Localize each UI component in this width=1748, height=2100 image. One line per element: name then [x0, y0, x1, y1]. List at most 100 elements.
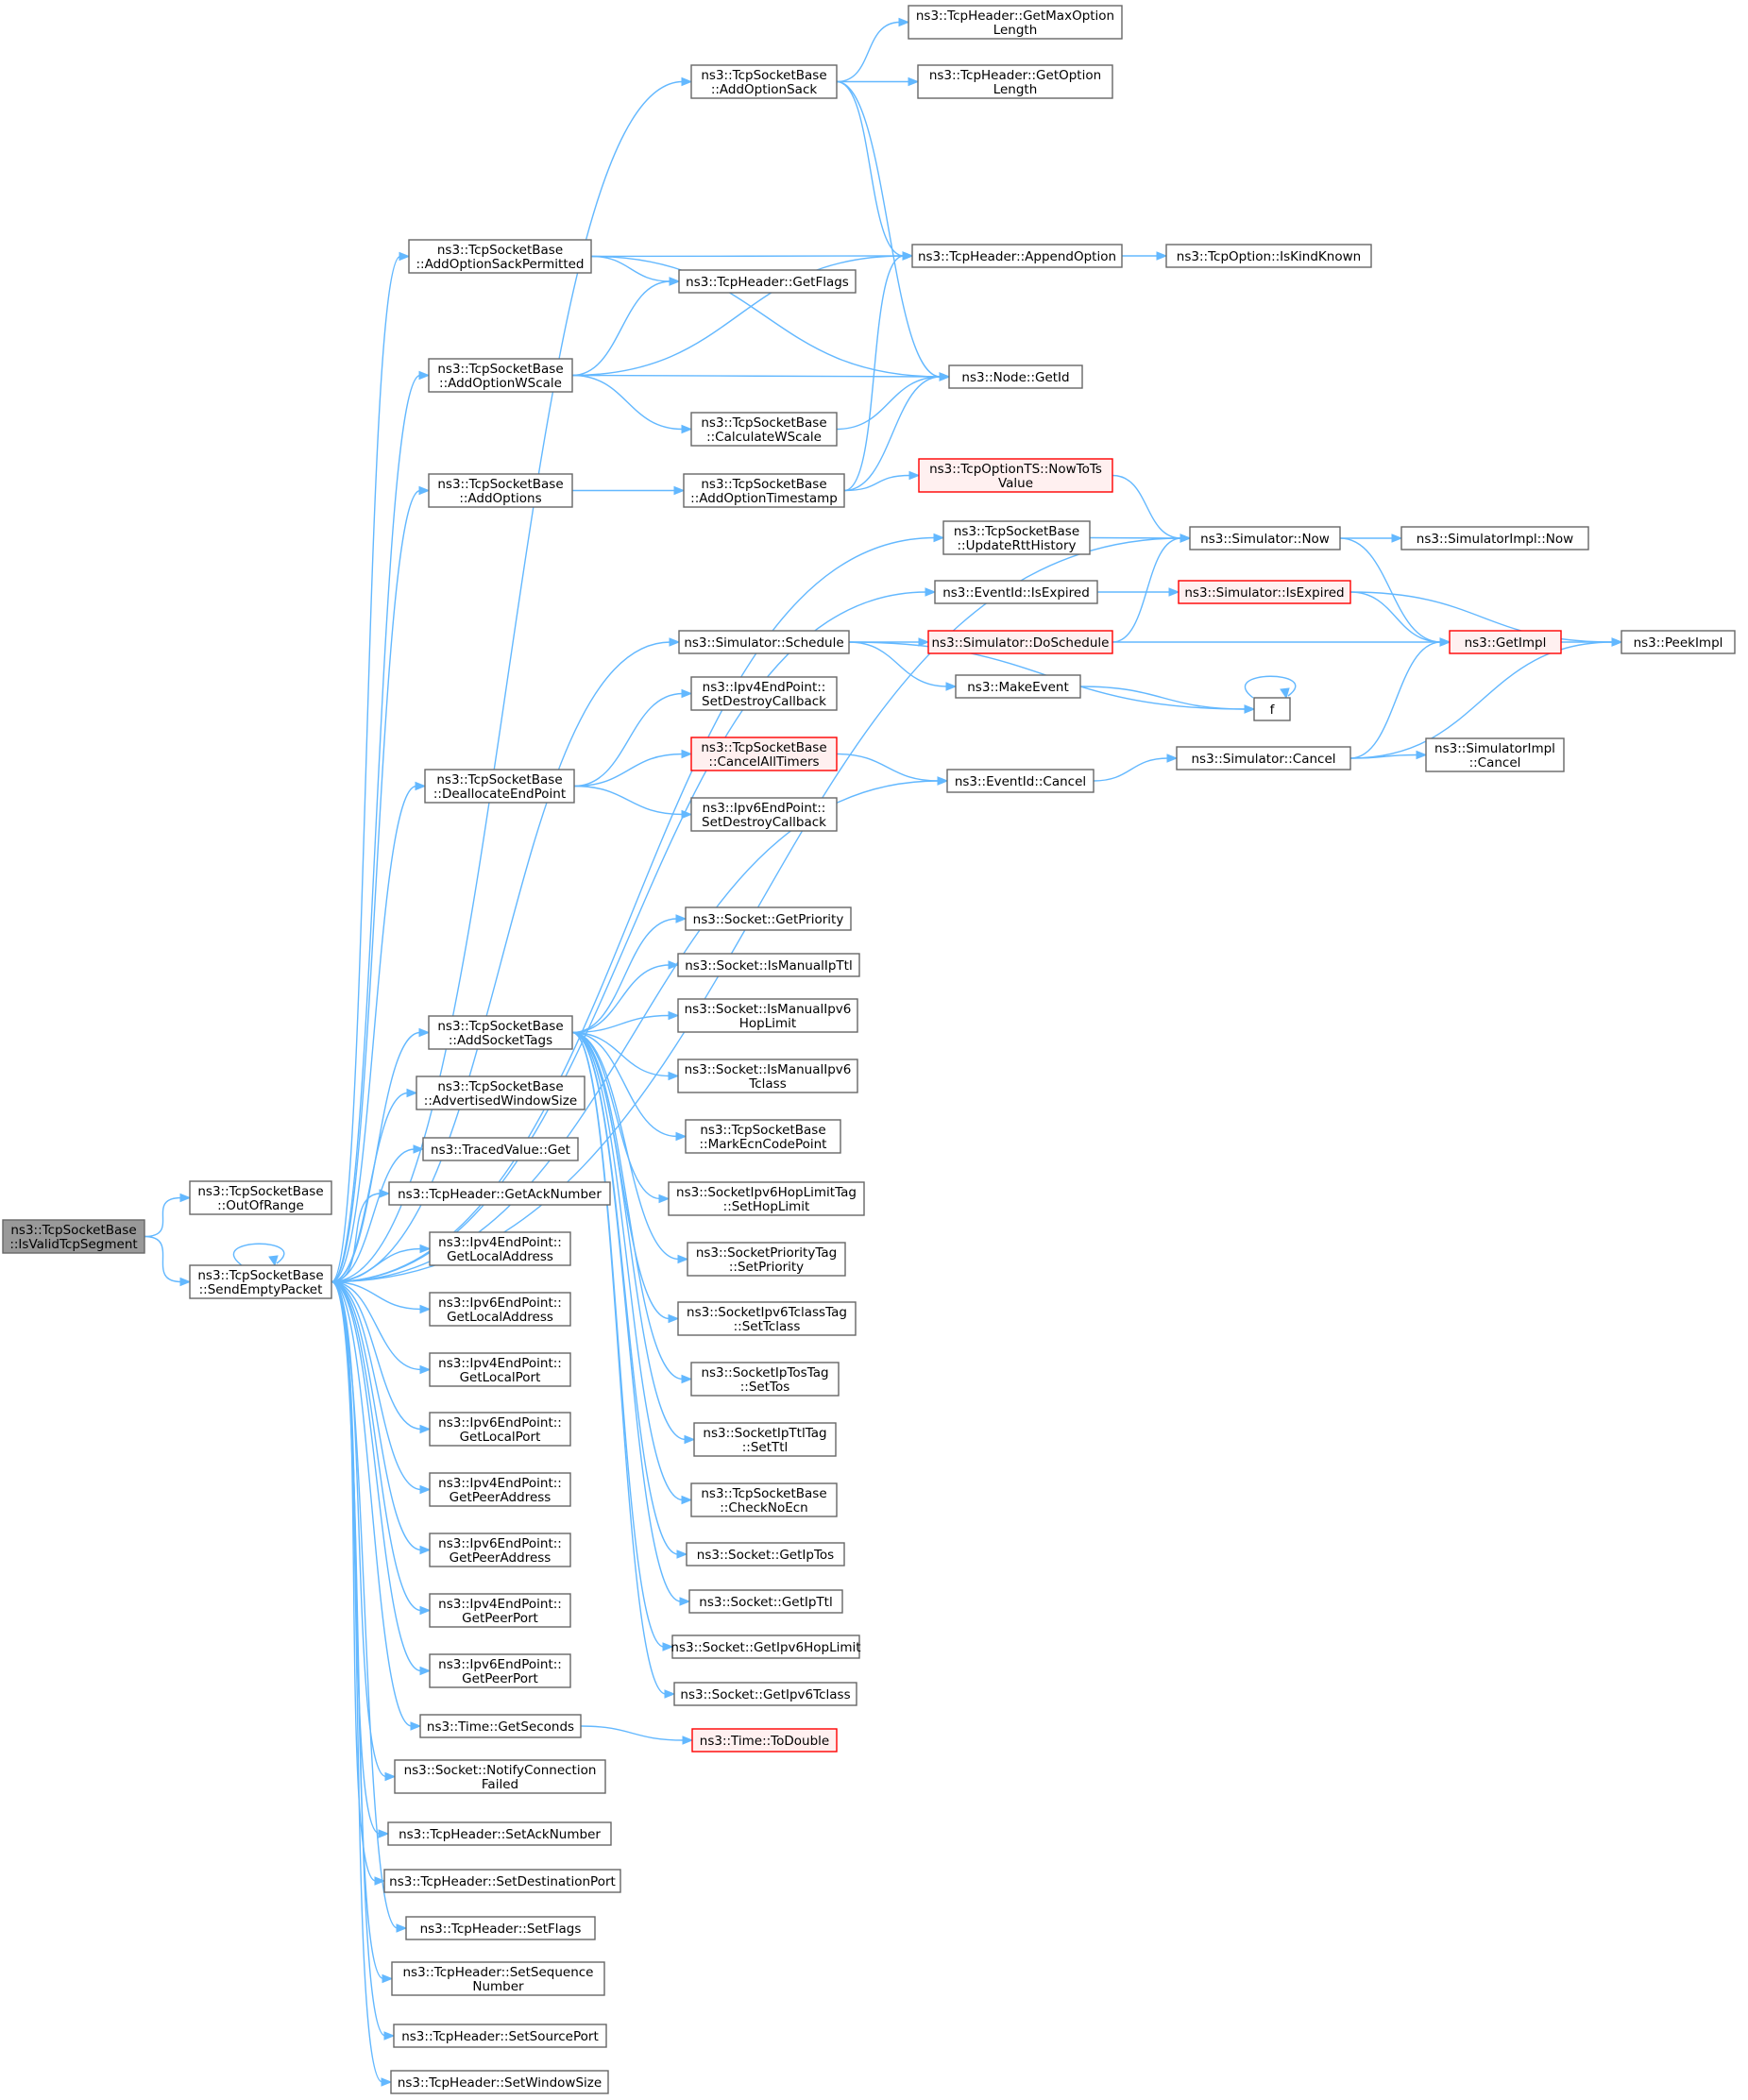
edge-line — [571, 255, 905, 377]
node-addoptionwscale[interactable]: ns3::TcpSocketBase::AddOptionWScale — [428, 358, 573, 393]
node-simnow[interactable]: ns3::Simulator::Now — [1189, 526, 1341, 550]
node-addoptts[interactable]: ns3::TcpSocketBase::AddOptionTimestamp — [683, 473, 845, 508]
node-setdestport[interactable]: ns3::TcpHeader::SetDestinationPort — [383, 1869, 621, 1893]
node-box — [955, 674, 1081, 699]
node-settos[interactable]: ns3::SocketIpTosTag::SetTos — [690, 1362, 840, 1397]
node-simimplcancel[interactable]: ns3::SimulatorImpl::Cancel — [1425, 737, 1565, 772]
node-sethoplimit[interactable]: ns3::SocketIpv6HopLimitTag::SetHopLimit — [668, 1181, 865, 1216]
node-setttl[interactable]: ns3::SocketIpTtlTag::SetTtl — [693, 1422, 837, 1457]
node-sendempty[interactable]: ns3::TcpSocketBase::SendEmptyPacket — [189, 1264, 332, 1299]
edge-line — [1339, 537, 1442, 643]
edge-sendempty-to-ipv4lp — [331, 1280, 432, 1375]
node-outofrange[interactable]: ns3::TcpSocketBase::OutOfRange — [189, 1180, 332, 1215]
node-ipv6pa[interactable]: ns3::Ipv6EndPoint::GetPeerAddress — [429, 1533, 571, 1567]
node-ipv4pp[interactable]: ns3::Ipv4EndPoint::GetPeerPort — [429, 1593, 571, 1628]
node-todouble[interactable]: ns3::Time::ToDouble — [691, 1728, 838, 1753]
node-isvalid[interactable]: ns3::TcpSocketBase::IsValidTcpSegment — [2, 1219, 145, 1254]
node-addoptions[interactable]: ns3::TcpSocketBase::AddOptions — [428, 473, 573, 508]
node-nodegetid[interactable]: ns3::Node::GetId — [948, 364, 1083, 389]
node-getseconds[interactable]: ns3::Time::GetSeconds — [419, 1714, 582, 1738]
node-setsrcport[interactable]: ns3::TcpHeader::SetSourcePort — [393, 2024, 607, 2048]
edge-arrowhead — [925, 587, 937, 597]
node-ipv6pp[interactable]: ns3::Ipv6EndPoint::GetPeerPort — [429, 1653, 571, 1688]
node-label: ns3::TcpSocketBase — [437, 1079, 563, 1094]
node-addoptionsackpermitted[interactable]: ns3::TcpSocketBase::AddOptionSackPermitt… — [408, 239, 592, 274]
node-setflags[interactable]: ns3::TcpHeader::SetFlags — [405, 1916, 596, 1940]
node-checknoecn[interactable]: ns3::TcpSocketBase::CheckNoEcn — [690, 1482, 838, 1517]
node-label: ns3::EventId::IsExpired — [942, 585, 1090, 601]
node-addoptionsack[interactable]: ns3::TcpSocketBase::AddOptionSack — [690, 64, 838, 99]
node-ipv6lp[interactable]: ns3::Ipv6EndPoint::GetLocalPort — [429, 1412, 571, 1447]
node-markecn[interactable]: ns3::TcpSocketBase::MarkEcnCodePoint — [685, 1119, 841, 1154]
node-makeevent[interactable]: ns3::MakeEvent — [955, 674, 1081, 699]
node-simcancel[interactable]: ns3::Simulator::Cancel — [1176, 746, 1351, 771]
node-ipv4lp[interactable]: ns3::Ipv4EndPoint::GetLocalPort — [429, 1352, 571, 1387]
node-box — [1165, 244, 1372, 268]
node-updatertt[interactable]: ns3::TcpSocketBase::UpdateRttHistory — [942, 520, 1091, 555]
node-box — [690, 1362, 840, 1397]
node-ismanualipttl[interactable]: ns3::Socket::IsManualIpTtl — [677, 953, 860, 977]
edge-doschedule-to-getimpl — [1112, 637, 1451, 647]
node-box — [2, 1219, 145, 1254]
node-ipv4pa[interactable]: ns3::Ipv4EndPoint::GetPeerAddress — [429, 1472, 571, 1507]
node-dealloc[interactable]: ns3::TcpSocketBase::DeallocateEndPoint — [424, 769, 575, 804]
node-evcancel[interactable]: ns3::EventId::Cancel — [946, 769, 1095, 793]
edge-arrowhead — [419, 1666, 432, 1676]
edge-sendempty-to-ipv4la — [331, 1244, 432, 1283]
node-gethoplimit[interactable]: ns3::Socket::GetIpv6HopLimit — [670, 1634, 861, 1659]
node-box — [687, 1242, 846, 1277]
edge-arrowhead — [669, 277, 681, 286]
node-ipv4la[interactable]: ns3::Ipv4EndPoint::GetLocalAddress — [429, 1231, 571, 1266]
edge-simcancel-to-getimpl — [1349, 637, 1451, 759]
node-label: HopLimit — [739, 1016, 796, 1031]
node-getimpl[interactable]: ns3::GetImpl — [1449, 630, 1562, 654]
node-label: ns3::Simulator::Now — [1200, 532, 1330, 547]
node-getpriority[interactable]: ns3::Socket::GetPriority — [685, 906, 852, 931]
node-setwinsize[interactable]: ns3::TcpHeader::SetWindowSize — [390, 2070, 609, 2094]
node-label: ns3::TcpSocketBase — [701, 68, 826, 83]
node-getiptos[interactable]: ns3::Socket::GetIpTos — [686, 1542, 845, 1567]
node-tracedget[interactable]: ns3::TracedValue::Get — [422, 1137, 579, 1161]
node-ipv4setdestroy[interactable]: ns3::Ipv4EndPoint::SetDestroyCallback — [690, 676, 838, 711]
edge-line — [1112, 474, 1182, 539]
node-f[interactable]: f — [1253, 697, 1291, 721]
node-schedule[interactable]: ns3::Simulator::Schedule — [678, 630, 850, 654]
node-peekimpl[interactable]: ns3::PeekImpl — [1621, 630, 1736, 654]
edge-addoptionsack-to-getmaxoptlen — [836, 17, 910, 83]
node-addsockettags[interactable]: ns3::TcpSocketBase::AddSocketTags — [428, 1015, 573, 1050]
edge-line — [836, 376, 942, 431]
node-appendoption[interactable]: ns3::TcpHeader::AppendOption — [911, 244, 1123, 268]
node-ipv6setdestroy[interactable]: ns3::Ipv6EndPoint::SetDestroyCallback — [690, 797, 838, 832]
node-cancelalltimers[interactable]: ns3::TcpSocketBase::CancelAllTimers — [690, 737, 838, 771]
edge-line — [843, 255, 905, 492]
node-iskindknown[interactable]: ns3::TcpOption::IsKindKnown — [1165, 244, 1372, 268]
node-gettclass[interactable]: ns3::Socket::GetIpv6Tclass — [673, 1682, 857, 1706]
node-calcwscale[interactable]: ns3::TcpSocketBase::CalculateWScale — [690, 412, 838, 447]
node-simimplnow[interactable]: ns3::SimulatorImpl::Now — [1400, 526, 1589, 550]
edge-line — [571, 1031, 684, 1501]
node-evisexpired[interactable]: ns3::EventId::IsExpired — [934, 580, 1098, 604]
node-advwin[interactable]: ns3::TcpSocketBase::AdvertisedWindowSize — [416, 1075, 585, 1110]
node-getipttl[interactable]: ns3::Socket::GetIpTtl — [688, 1589, 843, 1614]
edge-arrowhead — [1439, 637, 1451, 647]
edge-arrowhead — [898, 17, 910, 27]
node-simisexpired[interactable]: ns3::Simulator::IsExpired — [1178, 580, 1351, 604]
node-getacknumber[interactable]: ns3::TcpHeader::GetAckNumber — [388, 1181, 611, 1206]
edge-line — [848, 641, 948, 687]
edge-line — [331, 1280, 422, 1551]
node-setacknumber[interactable]: ns3::TcpHeader::SetAckNumber — [387, 1821, 612, 1846]
node-getflags[interactable]: ns3::TcpHeader::GetFlags — [678, 269, 857, 294]
node-doschedule[interactable]: ns3::Simulator::DoSchedule — [927, 630, 1113, 654]
node-settclass[interactable]: ns3::SocketIpv6TclassTag::SetTclass — [677, 1301, 857, 1336]
edge-line — [331, 1280, 383, 2083]
node-label: ns3::SocketIpv6TclassTag — [687, 1305, 847, 1320]
node-ipv6la[interactable]: ns3::Ipv6EndPoint::GetLocalAddress — [429, 1292, 571, 1327]
node-setpriority[interactable]: ns3::SocketPriorityTag::SetPriority — [687, 1242, 846, 1277]
